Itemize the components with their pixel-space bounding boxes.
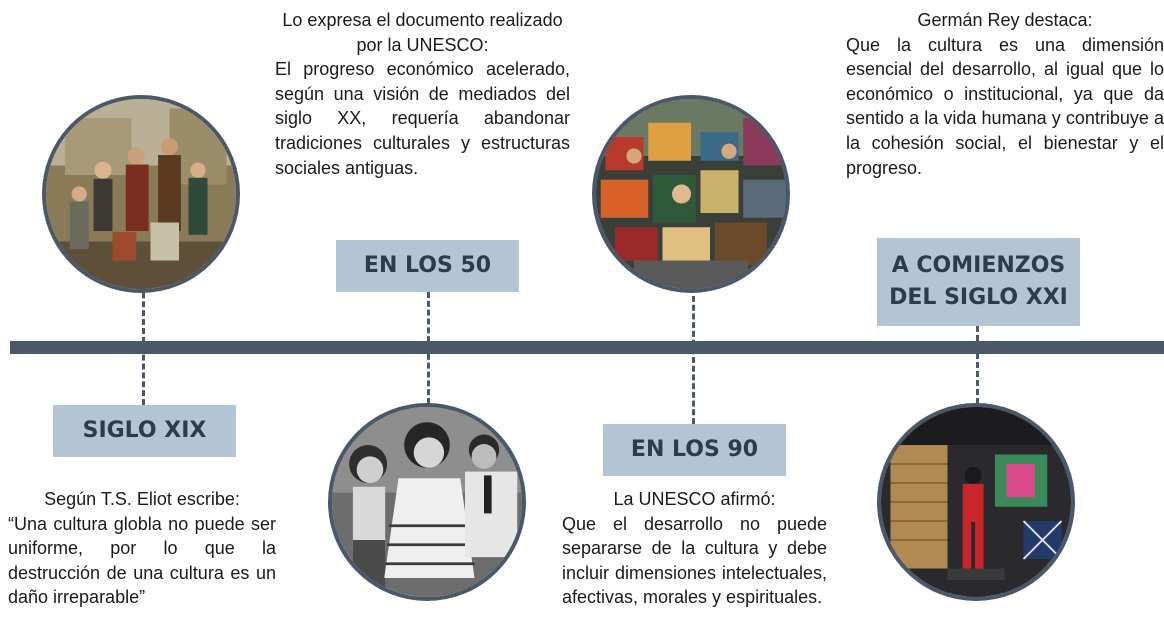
1990s-crowd-collage-image xyxy=(592,95,790,293)
text-en-los-50-heading: Lo expresa el documento realizado por la… xyxy=(282,10,563,55)
connector-siglo-xix xyxy=(142,248,145,405)
label-en-los-90: EN LOS 90 xyxy=(603,424,786,476)
text-siglo-xix-heading: Según T.S. Eliot escribe: xyxy=(44,489,240,509)
text-siglo-xxi: Germán Rey destaca: Que la cultura es un… xyxy=(846,8,1164,180)
text-siglo-xix: Según T.S. Eliot escribe: “Una cultura g… xyxy=(8,487,276,610)
label-siglo-xix: SIGLO XIX xyxy=(53,405,236,457)
1950s-family-photo-image xyxy=(328,403,526,601)
connector-siglo-xxi xyxy=(976,326,979,404)
text-en-los-50-body: El progreso económico acelerado, según u… xyxy=(275,59,570,178)
connector-en-los-50 xyxy=(427,292,430,404)
text-en-los-90-body: Que el desarrollo no puede separarse de … xyxy=(562,513,827,608)
nineteenth-century-painting-image xyxy=(42,95,240,293)
text-siglo-xxi-body: Que la cultura es una dimensión esencial… xyxy=(846,34,1164,178)
connector-en-los-90 xyxy=(692,296,695,424)
label-en-los-50: EN LOS 50 xyxy=(336,240,519,292)
text-en-los-90: La UNESCO afirmó: Que el desarrollo no p… xyxy=(562,487,827,610)
text-en-los-90-heading: La UNESCO afirmó: xyxy=(613,489,776,509)
label-a-comienzos-del-siglo-xxi: A COMIENZOS DEL SIGLO XXI xyxy=(877,238,1080,326)
text-en-los-50: Lo expresa el documento realizado por la… xyxy=(275,8,570,180)
museum-exhibit-photo-image xyxy=(877,403,1075,601)
text-siglo-xix-body: “Una cultura globla no puede ser uniform… xyxy=(8,513,276,608)
text-siglo-xxi-heading: Germán Rey destaca: xyxy=(917,10,1093,30)
timeline-bar xyxy=(10,341,1164,354)
